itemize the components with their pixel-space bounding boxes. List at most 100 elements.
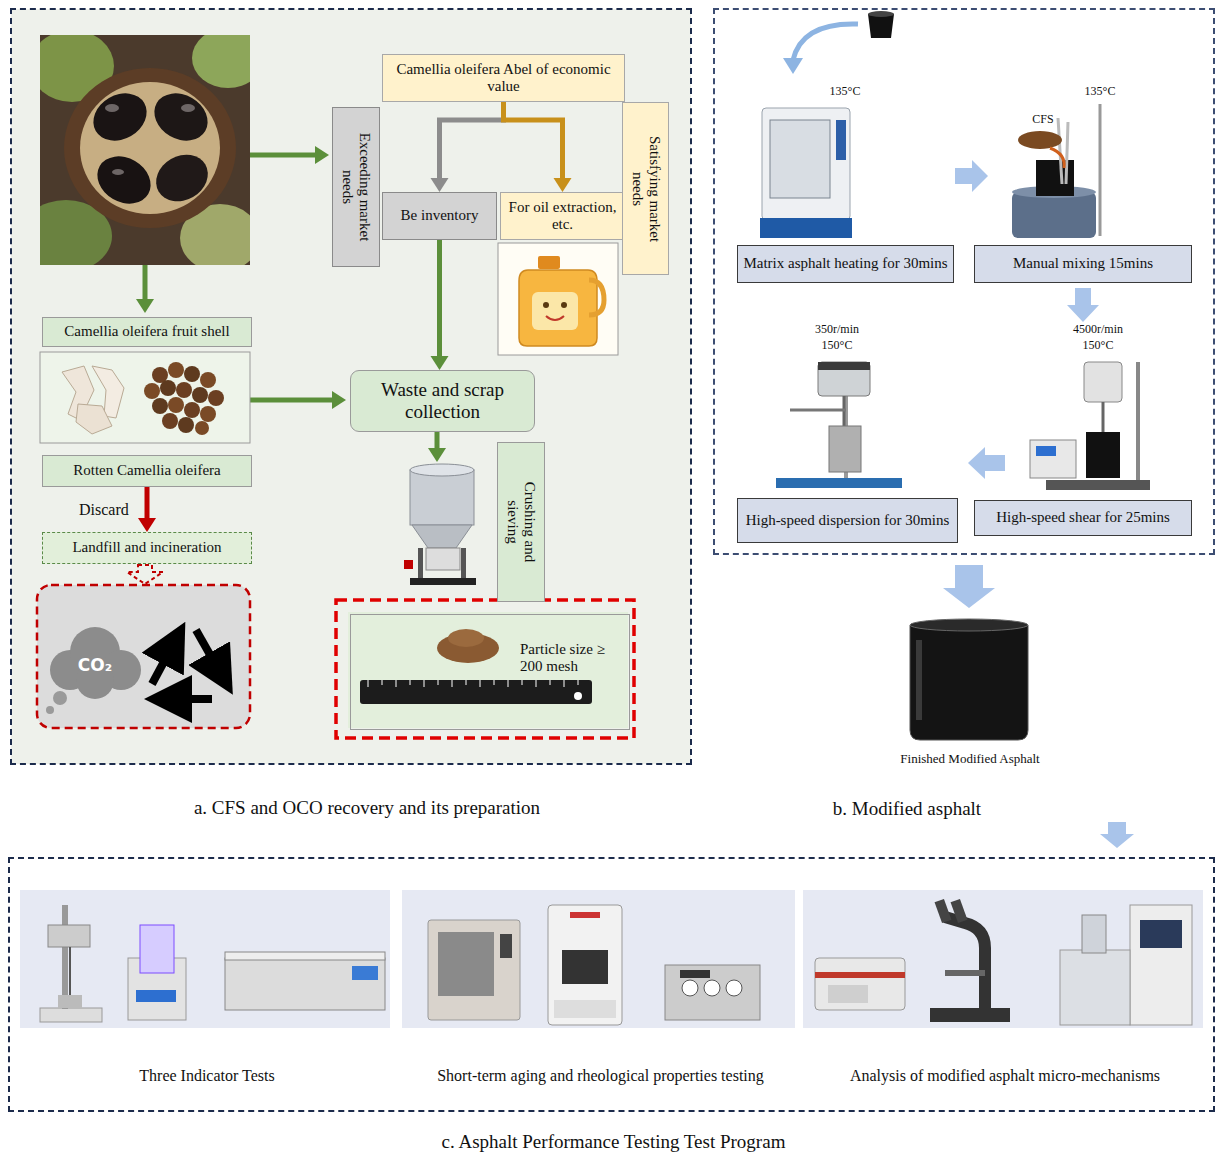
rheometer bbox=[570, 912, 600, 918]
product-box: Particle size ≥ 200 mesh bbox=[350, 614, 630, 730]
electron-microscope bbox=[1140, 920, 1182, 948]
box-label: High-speed dispersion for 30mins bbox=[742, 512, 954, 529]
speed-label: 4500r/min bbox=[998, 323, 1198, 337]
asphalt-jar bbox=[868, 14, 894, 38]
process-box: Camellia oleifera fruit shell bbox=[42, 317, 252, 347]
flow-arrow bbox=[143, 265, 148, 301]
penetrometer bbox=[48, 925, 90, 947]
shell-picture bbox=[176, 382, 192, 398]
asphalt-beaker bbox=[910, 625, 1028, 740]
fruit-photo bbox=[146, 84, 216, 150]
softening-point-tester bbox=[136, 990, 176, 1002]
ductility-tester bbox=[225, 952, 385, 960]
flow-arrow bbox=[127, 565, 163, 584]
shear-machine bbox=[1136, 362, 1140, 480]
rheometer bbox=[548, 905, 622, 1025]
step-arrow bbox=[955, 160, 988, 192]
test-ground bbox=[20, 890, 390, 1028]
powder-picture bbox=[336, 600, 634, 738]
powder-picture bbox=[348, 612, 628, 728]
flow-arrow bbox=[332, 391, 346, 409]
fruit-photo bbox=[89, 147, 159, 213]
test-panel: Short-term aging and rheological propert… bbox=[404, 892, 797, 1030]
microscope bbox=[945, 970, 985, 976]
temperature-label: 150°C bbox=[737, 339, 937, 353]
ductility-tester bbox=[352, 966, 378, 980]
oven bbox=[760, 218, 852, 238]
step-box: High-speed shear for 25mins bbox=[974, 500, 1192, 536]
step-box: Matrix asphalt heating for 30mins bbox=[737, 245, 954, 283]
electron-microscope bbox=[1130, 905, 1192, 1025]
bending-tester bbox=[682, 980, 698, 996]
panel-caption: c. Asphalt Performance Testing Test Prog… bbox=[10, 1131, 1217, 1152]
powder-picture bbox=[368, 680, 578, 687]
flow-arrow bbox=[250, 153, 317, 158]
crusher bbox=[410, 578, 476, 585]
box-label: For oil extraction, etc. bbox=[501, 199, 624, 234]
bending-tester bbox=[726, 980, 742, 996]
mixing-mantle bbox=[1012, 104, 1100, 238]
microscope bbox=[951, 899, 968, 923]
flow-arrow bbox=[145, 487, 150, 520]
flow-arrow bbox=[437, 240, 442, 358]
shell-picture bbox=[152, 398, 168, 414]
oil-bottle bbox=[498, 243, 618, 355]
flow-arrow bbox=[554, 178, 572, 192]
shell-picture bbox=[200, 372, 216, 388]
penetrometer bbox=[40, 905, 102, 1022]
box-label: Be inventory bbox=[397, 207, 483, 224]
asphalt-jar bbox=[868, 11, 894, 17]
oven bbox=[760, 108, 852, 238]
crusher bbox=[410, 470, 474, 525]
asphalt-beaker bbox=[910, 619, 1028, 740]
test-caption: Short-term aging and rheological propert… bbox=[404, 1066, 797, 1085]
shell-picture bbox=[178, 417, 194, 433]
test-caption: Three Indicator Tests bbox=[22, 1066, 392, 1085]
panel-caption: b. Modified asphalt bbox=[715, 798, 1099, 821]
vertical-box: Exceeding market needs bbox=[332, 107, 380, 267]
panel-frame: c. Asphalt Performance Testing Test Prog… bbox=[8, 857, 1215, 1112]
disperser bbox=[818, 362, 870, 396]
oil-bottle bbox=[543, 302, 549, 308]
mixing-mantle bbox=[1018, 131, 1062, 149]
emission-box bbox=[46, 706, 54, 714]
step-arrow bbox=[968, 447, 1005, 479]
box-label: Manual mixing 15mins bbox=[1009, 255, 1157, 272]
flow-arrow bbox=[431, 178, 449, 192]
bending-tester bbox=[704, 980, 720, 996]
fruit-photo bbox=[181, 104, 195, 112]
oil-bottle bbox=[589, 280, 604, 315]
oil-bottle bbox=[538, 256, 560, 269]
edge-label: Discard bbox=[77, 500, 131, 519]
powder-picture bbox=[336, 600, 634, 738]
vertical-box: Crushing and sieving bbox=[497, 442, 545, 602]
box-label: Rotten Camellia oleifera bbox=[69, 462, 224, 479]
emission-box bbox=[37, 585, 250, 728]
shell-picture bbox=[168, 362, 184, 378]
ductility-tester bbox=[225, 958, 385, 1010]
flow-arrow bbox=[315, 146, 329, 164]
oil-bottle bbox=[546, 316, 564, 320]
fruit-photo bbox=[64, 68, 236, 228]
vertical-box: Satisfying market needs bbox=[622, 102, 669, 275]
shell-picture bbox=[208, 390, 224, 406]
box-label: High-speed shear for 25mins bbox=[992, 509, 1174, 526]
step-box: High-speed dispersion for 30mins bbox=[737, 498, 958, 543]
flow-arrow bbox=[136, 299, 154, 313]
emission-box bbox=[152, 643, 174, 684]
step-arrow bbox=[1067, 288, 1099, 322]
product-label: Finished Modified Asphalt bbox=[870, 752, 1070, 767]
step-arrow bbox=[1100, 822, 1134, 848]
box-label: Particle size ≥ 200 mesh bbox=[516, 641, 626, 676]
aging-oven bbox=[428, 920, 520, 1020]
shell-picture bbox=[40, 352, 250, 443]
powder-picture bbox=[448, 629, 484, 647]
emission-box bbox=[196, 630, 221, 674]
fruit-photo bbox=[148, 145, 217, 210]
test-panel: Analysis of modified asphalt micro-mecha… bbox=[805, 892, 1205, 1030]
bending-tester bbox=[665, 965, 760, 1020]
shell-picture bbox=[144, 383, 160, 399]
panel-frame: a. CFS and OCO recovery and its preparat… bbox=[10, 8, 692, 765]
fruit-photo bbox=[112, 169, 124, 175]
